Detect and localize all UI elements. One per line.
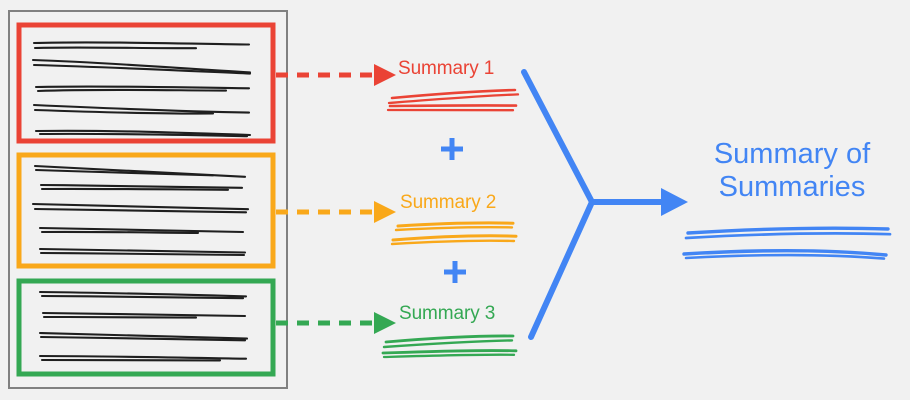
- plus-operator-2: [444, 261, 466, 283]
- final-summary-label: Summary of Summaries: [697, 138, 887, 204]
- final-summary-line-1: Summary of: [713, 138, 871, 170]
- chunk-green-text-lines: [38, 290, 249, 362]
- source-document-frame: [8, 10, 288, 389]
- chunk-orange-text-lines: [31, 164, 250, 257]
- arrowhead-green: [374, 312, 396, 334]
- merge-arrowhead: [661, 188, 688, 216]
- merge-branch-bottom: [528, 199, 595, 340]
- dashed-arrow-orange: [276, 201, 396, 223]
- summary-1-underlines: [386, 88, 520, 112]
- chunk-red-box: [16, 22, 276, 144]
- dashed-arrow-red: [276, 64, 396, 86]
- arrowhead-red: [374, 64, 396, 86]
- chunk-green-box: [16, 278, 276, 377]
- summary-3-label: Summary 3: [399, 303, 496, 324]
- document-chunk-orange[interactable]: [16, 152, 276, 269]
- summary-2-underlines: [390, 221, 518, 246]
- chunk-orange-box: [16, 152, 276, 269]
- document-chunk-green[interactable]: [16, 278, 276, 377]
- summary-1-label: Summary 1: [398, 58, 495, 79]
- summary-3-underlines: [381, 334, 518, 359]
- document-chunk-red[interactable]: [16, 22, 276, 144]
- dashed-arrow-green: [276, 312, 396, 334]
- merge-arrow: [521, 69, 688, 340]
- chunk-red-text-lines: [31, 41, 252, 138]
- final-summary-line-2: Summaries: [718, 170, 866, 203]
- arrowhead-orange: [374, 201, 396, 223]
- summary-2-label: Summary 2: [400, 192, 497, 213]
- plus-operator-1: [441, 138, 463, 160]
- final-summary-underlines: [682, 226, 892, 260]
- merge-branch-top: [521, 69, 595, 205]
